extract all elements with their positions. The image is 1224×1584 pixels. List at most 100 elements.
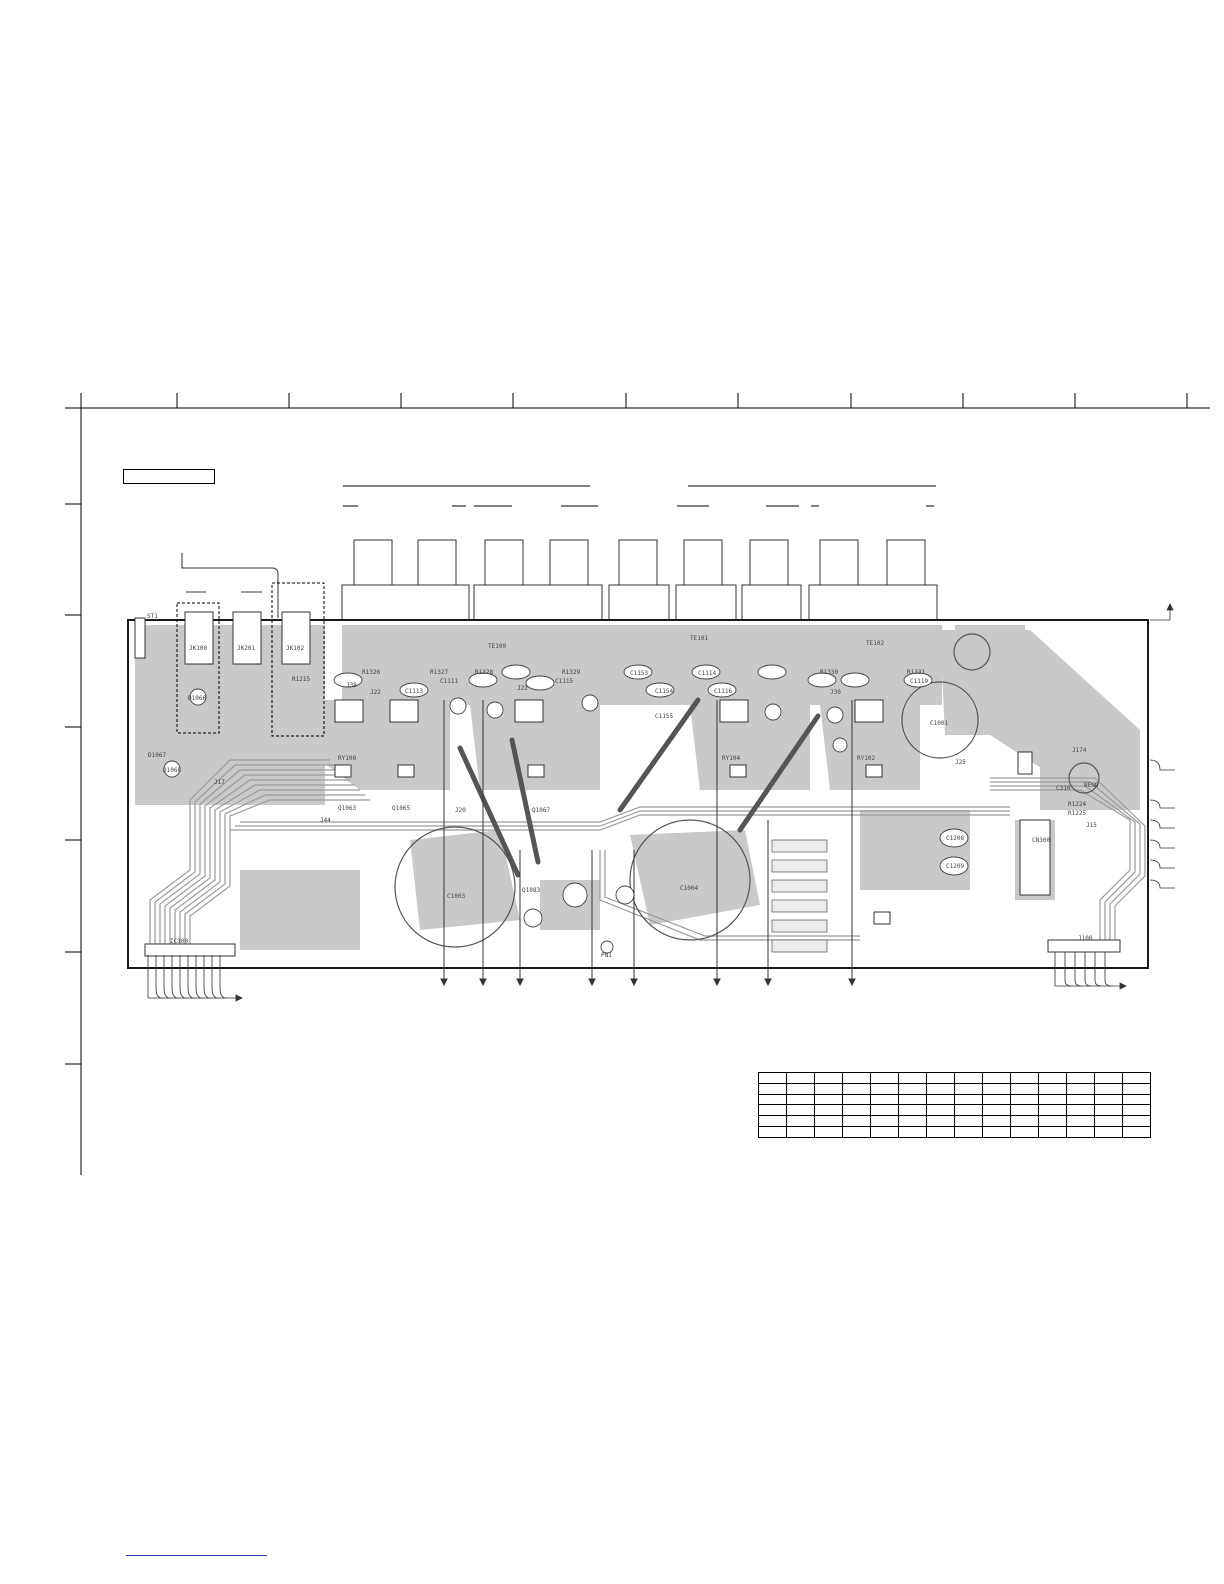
legend-cell [842,1115,871,1128]
label-j22b: J22 [517,685,528,692]
label-j44: J44 [320,817,331,824]
label-r1225: R1225 [1068,810,1086,817]
label-c1111: C1111 [440,678,458,685]
legend-cell [898,1104,927,1117]
label-c1154: C1154 [655,688,673,695]
legend-cell [926,1115,955,1128]
legend-cell [758,1115,787,1128]
legend-cell [982,1082,1011,1095]
legend-cell [1094,1093,1123,1106]
label-j38: J38 [346,682,357,689]
legend-cell [758,1072,787,1084]
legend-cell [954,1104,983,1117]
label-d1068: D1068 [163,767,181,774]
legend-cell [898,1072,927,1084]
legend-cell [926,1093,955,1106]
legend-cell [1094,1126,1123,1138]
legend-row [758,1072,1151,1084]
relays [334,699,891,925]
right-side-leads [1149,603,1175,889]
legend-cell [982,1104,1011,1117]
title-box [123,469,215,484]
legend-cell [982,1093,1011,1106]
legend-cell [814,1126,843,1138]
legend-cell [758,1104,787,1117]
label-ry102: RY102 [857,755,875,762]
input-jacks [134,611,311,665]
label-pn1: PN1 [601,952,612,959]
legend-cell [982,1072,1011,1084]
heatsink-fins [771,839,828,953]
label-c1155: C1155 [655,713,673,720]
legend-cell [786,1072,815,1084]
label-j15: J15 [1086,822,1097,829]
legend-cell [1010,1072,1039,1084]
label-c1116: C1116 [714,688,732,695]
legend-cell [954,1072,983,1084]
label-j174: J174 [1072,747,1087,754]
legend-cell [786,1126,815,1138]
label-j22a: J22 [370,689,381,696]
heatsink-bars [457,697,821,878]
label-te100: TE100 [488,643,506,650]
label-r1224: R1224 [1068,801,1086,808]
legend-cell [758,1126,787,1138]
signal-arrows [440,700,856,987]
legend-cell [870,1082,899,1095]
legend-row [758,1104,1151,1117]
legend-cell [1094,1072,1123,1084]
label-j30: J30 [830,689,841,696]
label-c310: C310 [1056,785,1071,792]
label-j100: J100 [1078,935,1093,942]
legend-cell [870,1126,899,1138]
label-c1113: C1113 [405,688,423,695]
label-r1215: R1215 [292,676,310,683]
legend-cell [926,1104,955,1117]
bottom-link-underline[interactable] [126,1555,267,1556]
main-capacitors [394,633,1100,948]
label-te101: TE101 [690,635,708,642]
legend-cell [898,1115,927,1128]
legend-cell [954,1126,983,1138]
legend-cell [786,1104,815,1117]
legend-cell [1094,1082,1123,1095]
legend-cell [1010,1126,1039,1138]
legend-cell [1038,1104,1067,1117]
sheet-frame [65,393,1210,1175]
legend-cell [842,1082,871,1095]
legend-row [758,1082,1151,1095]
label-r1328: R1328 [475,669,493,676]
label-c1115: C1115 [555,678,573,685]
legend-cell [898,1126,927,1138]
legend-cell [870,1104,899,1117]
label-q1063: Q1063 [338,805,356,812]
legend-cell [1066,1082,1095,1095]
legend-cell [814,1115,843,1128]
label-c1119: C1119 [910,678,928,685]
small-components [163,664,969,954]
legend-cell [758,1093,787,1106]
legend-cell [1010,1104,1039,1117]
legend-cell [1038,1115,1067,1128]
legend-cell [1010,1115,1039,1128]
legend-cell [1038,1082,1067,1095]
legend-cell [814,1072,843,1084]
label-ry104: RY104 [722,755,740,762]
label-d1066: D1066 [188,695,206,702]
label-q1083: Q1083 [522,887,540,894]
label-j20: J20 [455,807,466,814]
bottom-left-fanout [147,955,243,1002]
label-q1067: Q1067 [532,807,550,814]
legend-cell [1094,1104,1123,1117]
label-bend: BEND [1084,782,1099,789]
jack-dashed-guides [176,582,325,737]
legend-cell [926,1082,955,1095]
component-labels: ST1 JK100 JK201 JK102 TE100 TE101 TE102 … [147,613,1099,959]
label-d1067: D1067 [148,752,166,759]
label-r1331: R1331 [907,669,925,676]
legend-cell [842,1093,871,1106]
legend-cell [1122,1082,1151,1095]
legend-cell [1094,1115,1123,1128]
bottom-right-fanout [1054,952,1127,990]
